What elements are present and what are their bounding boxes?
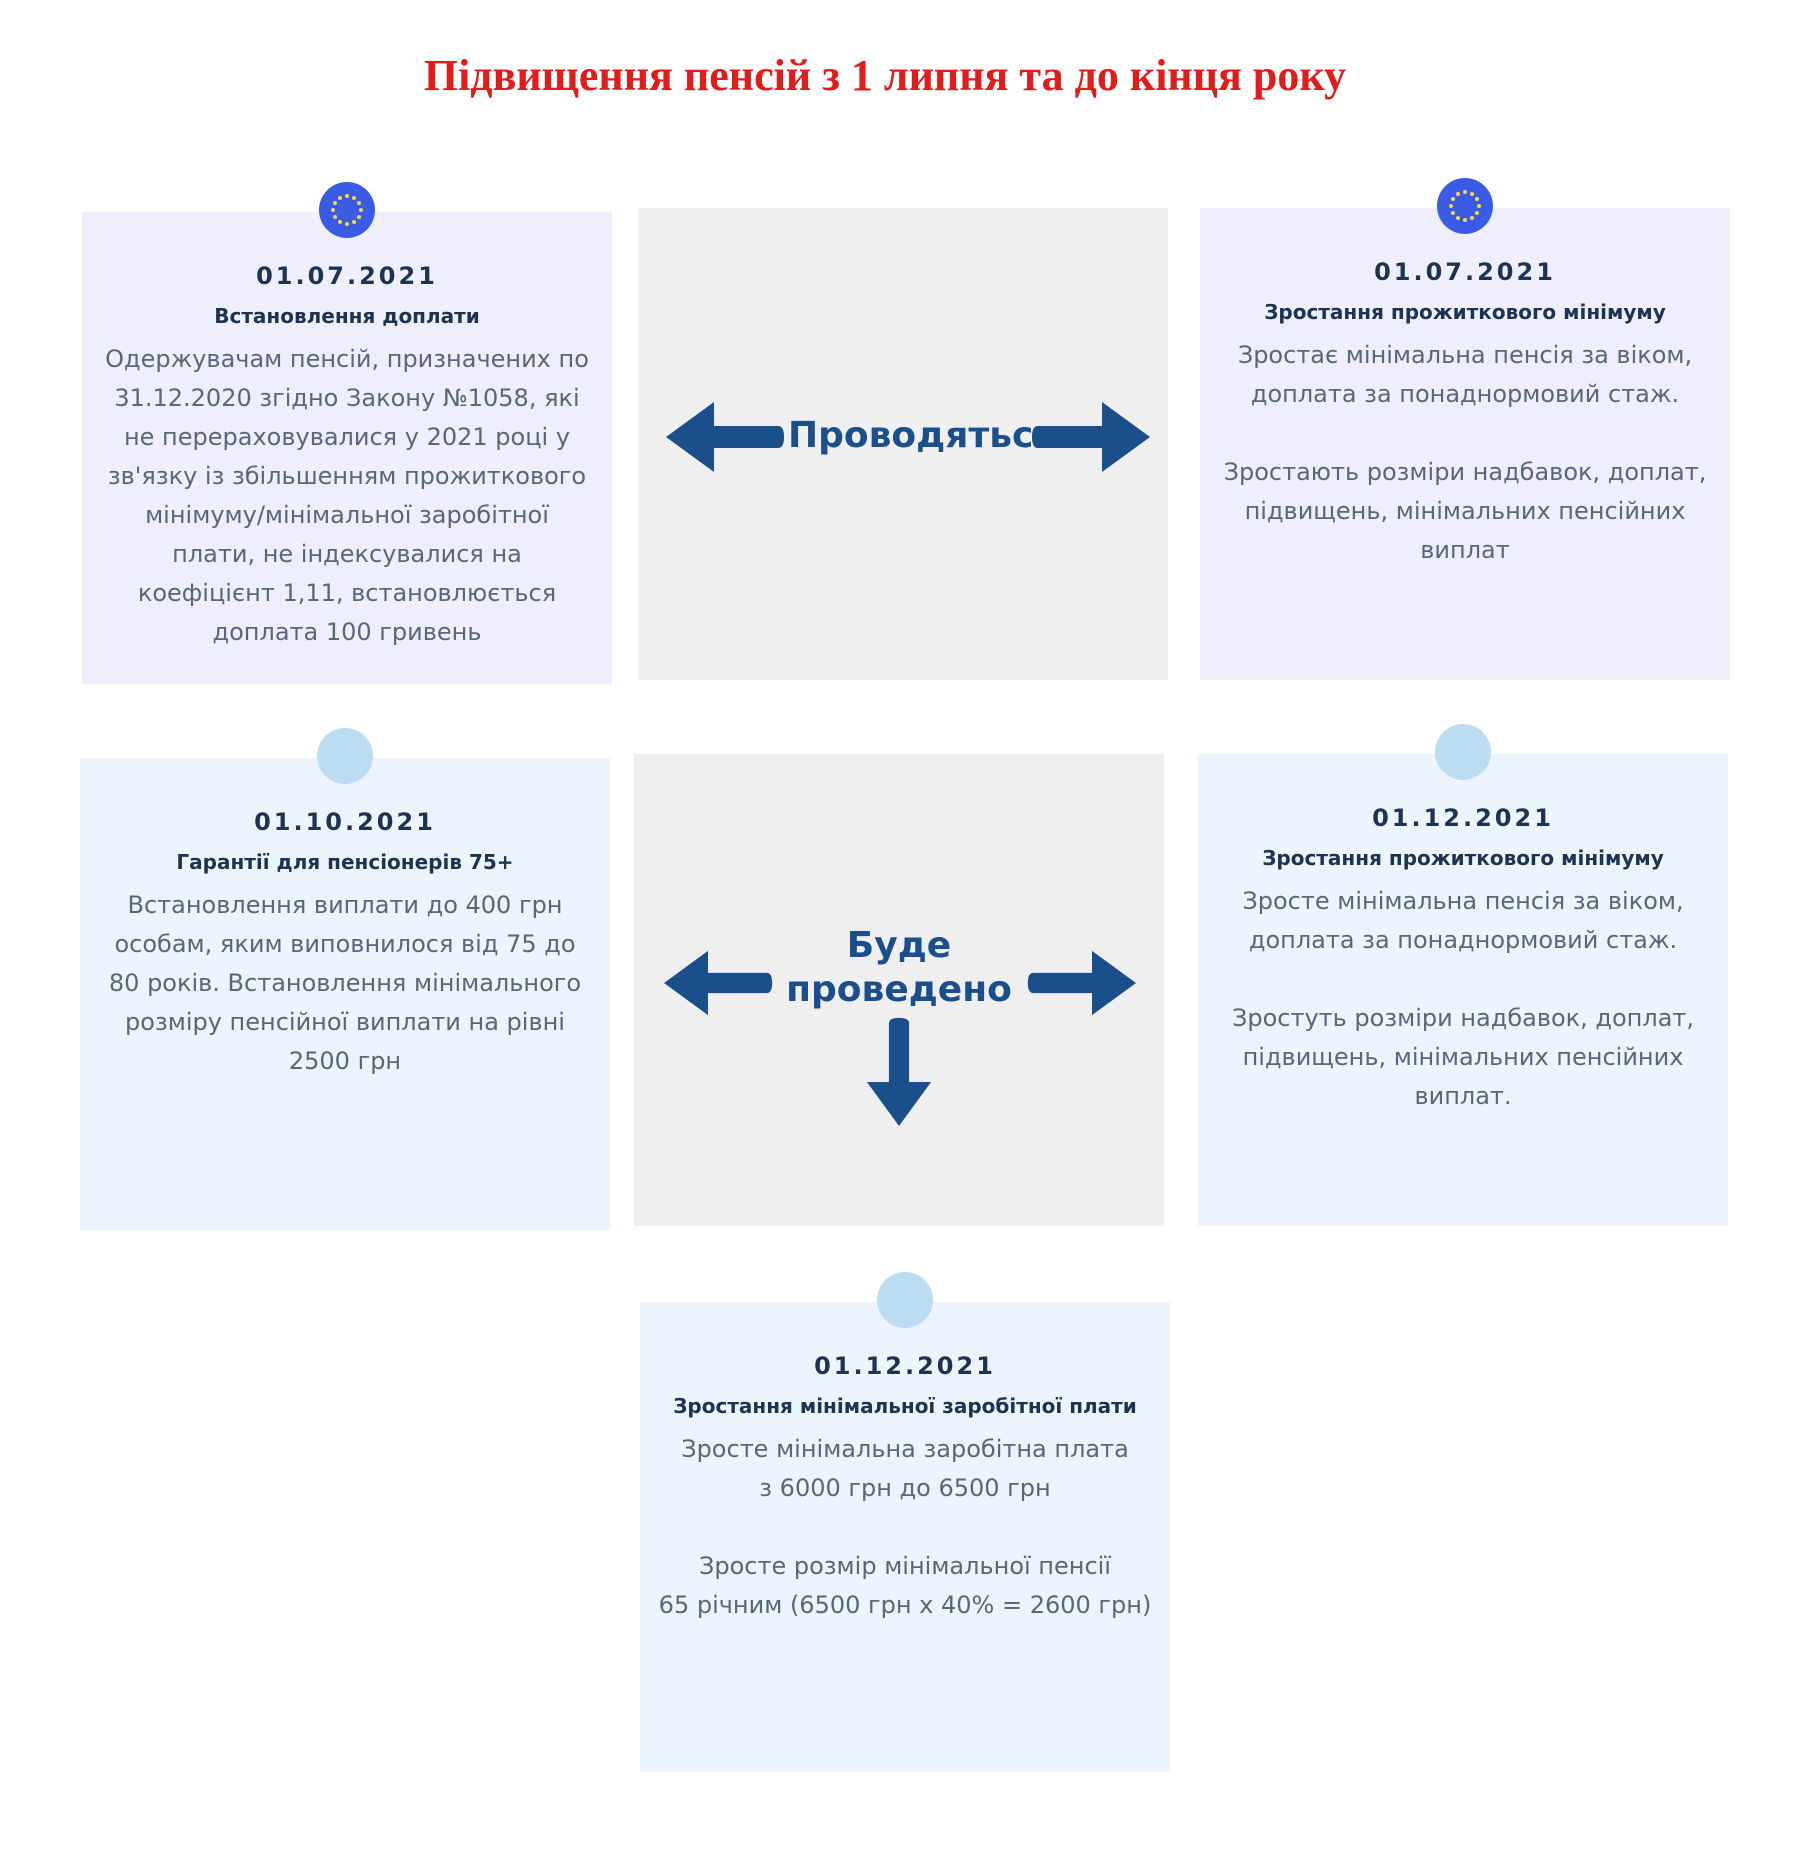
- arrow-right-icon: [1032, 402, 1150, 472]
- card-heading: Встановлення доплати: [214, 304, 480, 328]
- card-heading: Зростання прожиткового мінімуму: [1262, 846, 1664, 870]
- card-body: Встановлення виплати до 400 грн особам, …: [108, 891, 582, 1075]
- card-body: Одержувачам пенсій, призначених по 31.12…: [105, 345, 589, 646]
- card-date: 01.12.2021: [814, 1352, 996, 1380]
- arrow-right-icon: [1027, 950, 1136, 1016]
- card-date: 01.12.2021: [1372, 804, 1554, 832]
- center-panel-ongoing: Проводяться: [638, 208, 1168, 680]
- card-body: Зросте мінімальна пенсія за віком, допла…: [1231, 887, 1695, 1110]
- card-minimum-wage-growth: 01.12.2021 Зростання мінімальної заробіт…: [640, 1272, 1170, 1772]
- card-body: Зростає мінімальна пенсія за віком, допл…: [1223, 341, 1707, 564]
- card-date: 01.07.2021: [1374, 258, 1556, 286]
- eu-stars-icon: [1437, 178, 1493, 234]
- center-label-planned: Буде проведено: [786, 925, 1012, 1010]
- card-heading: Зростання мінімальної заробітної плати: [673, 1394, 1137, 1418]
- card-subsistence-growth-december: 01.12.2021 Зростання прожиткового мініму…: [1198, 724, 1728, 1226]
- arrow-left-icon: [666, 402, 784, 472]
- plain-dot-icon: [1435, 724, 1491, 780]
- arrow-left-icon: [664, 950, 773, 1016]
- card-pension-surcharge: 01.07.2021 Встановлення доплати Одержува…: [82, 182, 612, 684]
- card-body: Зросте мінімальна заробітна плата з 6000…: [658, 1435, 1152, 1619]
- plain-dot-icon: [877, 1272, 933, 1328]
- card-heading: Гарантії для пенсіонерів 75+: [176, 850, 514, 874]
- card-subsistence-growth-july: 01.07.2021 Зростання прожиткового мініму…: [1200, 178, 1730, 680]
- eu-stars-icon: [319, 182, 375, 238]
- page-title: Підвищення пенсій з 1 липня та до кінця …: [423, 51, 1347, 100]
- card-date: 01.07.2021: [256, 262, 438, 290]
- arrow-down-icon: [866, 1017, 932, 1126]
- card-guarantees-75plus: 01.10.2021 Гарантії для пенсіонерів 75+ …: [80, 728, 610, 1230]
- plain-dot-icon: [317, 728, 373, 784]
- center-panel-planned: Буде проведено: [634, 754, 1164, 1226]
- card-heading: Зростання прожиткового мінімуму: [1264, 300, 1666, 324]
- center-label-ongoing: Проводяться: [788, 415, 1057, 456]
- card-date: 01.10.2021: [254, 808, 436, 836]
